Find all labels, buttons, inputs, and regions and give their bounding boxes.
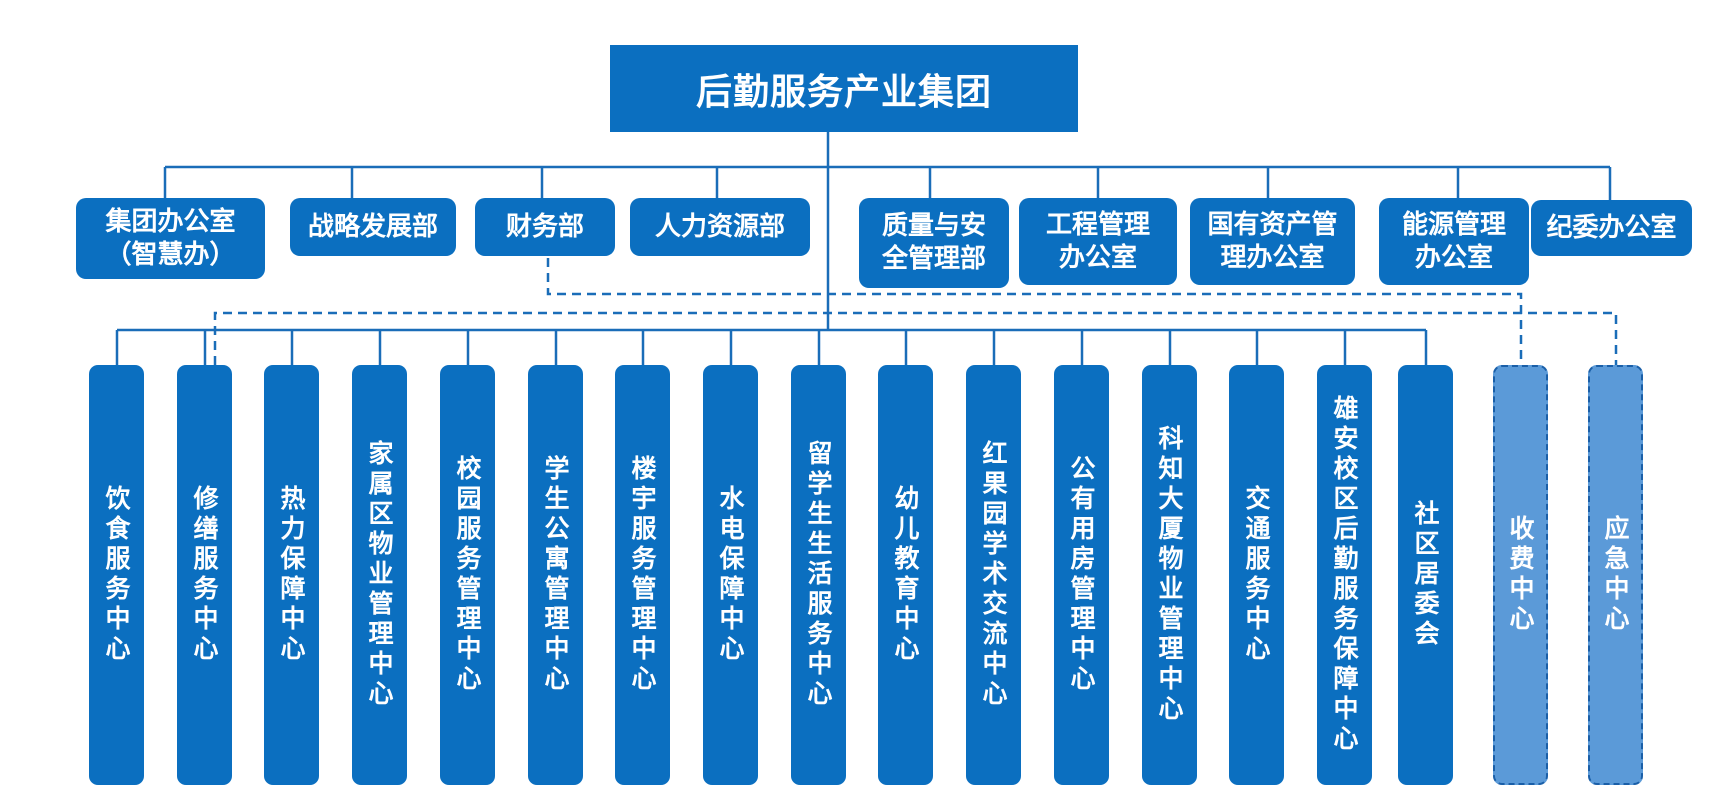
department-label: （智慧办） (105, 239, 236, 270)
root-node: 后勤服务产业集团 (610, 45, 1078, 132)
department-label: 工程管理 (1045, 209, 1150, 240)
center-box: 家属区物业管理中心 (352, 365, 407, 785)
department-box: 能源管理办公室 (1379, 198, 1529, 285)
department-label: 办公室 (1414, 242, 1493, 273)
center-box: 社区居委会 (1398, 365, 1453, 785)
center-box: 科知大厦物业管理中心 (1142, 365, 1197, 785)
department-label: 理办公室 (1220, 242, 1325, 273)
repair-dashed-link (213, 311, 1618, 365)
department-box: 质量与安全管理部 (859, 198, 1009, 288)
department-box: 工程管理办公室 (1019, 198, 1177, 285)
department-box: 纪委办公室 (1531, 200, 1692, 256)
center-box: 学生公寓管理中心 (528, 365, 583, 785)
center-box: 楼宇服务管理中心 (615, 365, 670, 785)
center-box: 应急中心 (1588, 365, 1643, 785)
center-box: 雄安校区后勤服务保障中心 (1317, 365, 1372, 785)
center-box: 修缮服务中心 (177, 365, 232, 785)
department-box: 集团办公室（智慧办） (76, 198, 265, 279)
department-label: 纪委办公室 (1546, 212, 1677, 243)
center-box: 公有用房管理中心 (1054, 365, 1109, 785)
department-label: 全管理部 (881, 244, 986, 274)
department-label: 办公室 (1058, 242, 1137, 273)
department-label: 集团办公室 (105, 206, 236, 237)
department-label: 国有资产管 (1207, 209, 1338, 240)
department-box: 战略发展部 (290, 198, 456, 256)
department-box: 财务部 (475, 198, 615, 256)
center-box: 饮食服务中心 (89, 365, 144, 785)
department-box: 人力资源部 (630, 198, 810, 256)
department-label: 能源管理 (1401, 209, 1506, 240)
department-label: 战略发展部 (307, 211, 438, 242)
department-box: 国有资产管理办公室 (1190, 198, 1355, 285)
center-box: 水电保障中心 (703, 365, 758, 785)
center-box: 红果园学术交流中心 (966, 365, 1021, 785)
department-label: 财务部 (505, 211, 584, 242)
department-label: 质量与安 (881, 211, 986, 241)
center-box: 交通服务中心 (1229, 365, 1284, 785)
finance-dashed-link (546, 258, 1523, 365)
center-box: 留学生生活服务中心 (791, 365, 846, 785)
department-label: 人力资源部 (654, 211, 785, 242)
center-box: 收费中心 (1493, 365, 1548, 785)
center-box: 热力保障中心 (264, 365, 319, 785)
center-box: 校园服务管理中心 (440, 365, 495, 785)
center-box: 幼儿教育中心 (878, 365, 933, 785)
